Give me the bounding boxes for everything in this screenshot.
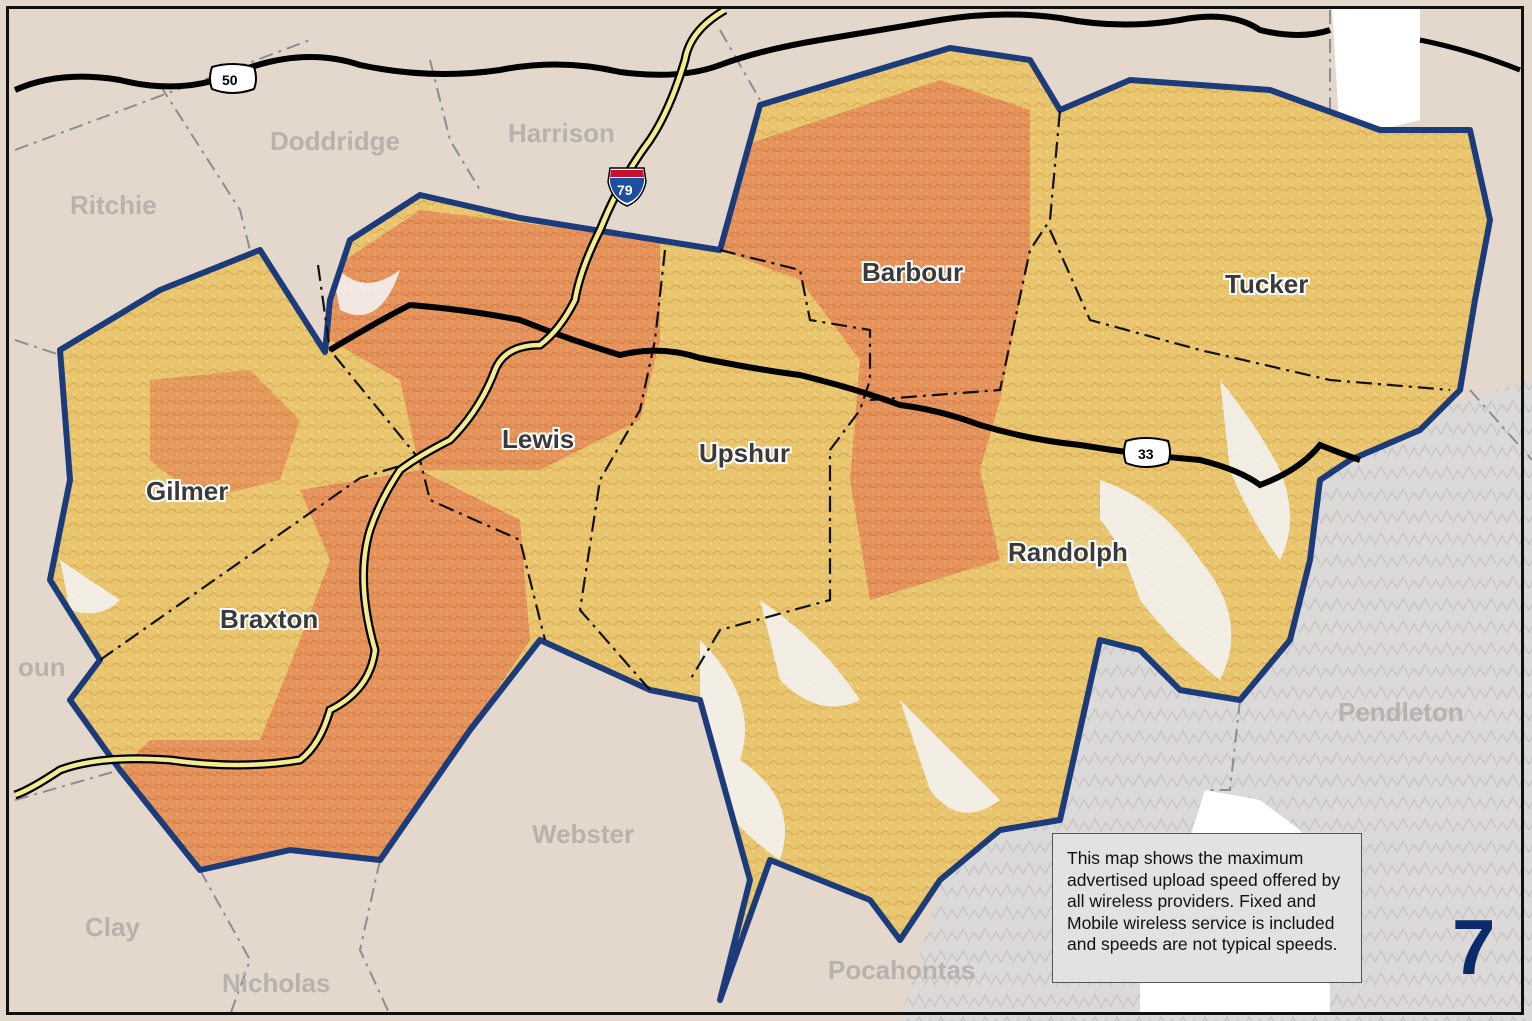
county-label-upshur: Upshur [699,438,790,468]
svg-text:79: 79 [617,182,633,198]
county-label-pocahontas: Pocahontas [828,955,975,985]
coverage-zone-orange [150,370,300,500]
map-info-box: This map shows the maximum advertised up… [1052,833,1362,983]
county-label-webster: Webster [532,819,634,849]
internal-county-boundaries [99,109,1451,691]
county-label-tucker: Tucker [1225,269,1308,299]
map-info-text: This map shows the maximum advertised up… [1067,848,1341,954]
us-route-33-line [328,301,1361,489]
county-label-calhoun-partial: oun [18,652,66,682]
county-label-braxton: Braxton [220,604,318,634]
out-of-state-area [1332,6,1420,140]
coverage-zone-orange [120,470,530,870]
svg-text:50: 50 [222,72,238,88]
us-route-50-shield: 50 [209,63,257,94]
county-label-doddridge: Doddridge [270,126,400,156]
county-label-nicholas: Nicholas [222,968,330,998]
svg-text:33: 33 [1138,446,1154,462]
region-border [47,45,1493,1003]
county-label-gilmer: Gilmer [146,476,228,506]
county-label-lewis: Lewis [502,424,574,454]
us-route-50-line [1419,37,1521,73]
county-label-harrison: Harrison [508,118,615,148]
county-label-ritchie: Ritchie [70,190,157,220]
us-route-33-shield: 33 [1123,437,1171,468]
county-label-barbour: Barbour [862,257,963,287]
interstate-79-shield: 79 [607,167,647,207]
county-label-pendleton: Pendleton [1338,697,1464,727]
page-number: 7 [1452,903,1496,991]
county-label-clay: Clay [85,912,140,942]
county-label-randolph: Randolph [1008,537,1128,567]
coverage-zone-orange [720,80,1030,600]
